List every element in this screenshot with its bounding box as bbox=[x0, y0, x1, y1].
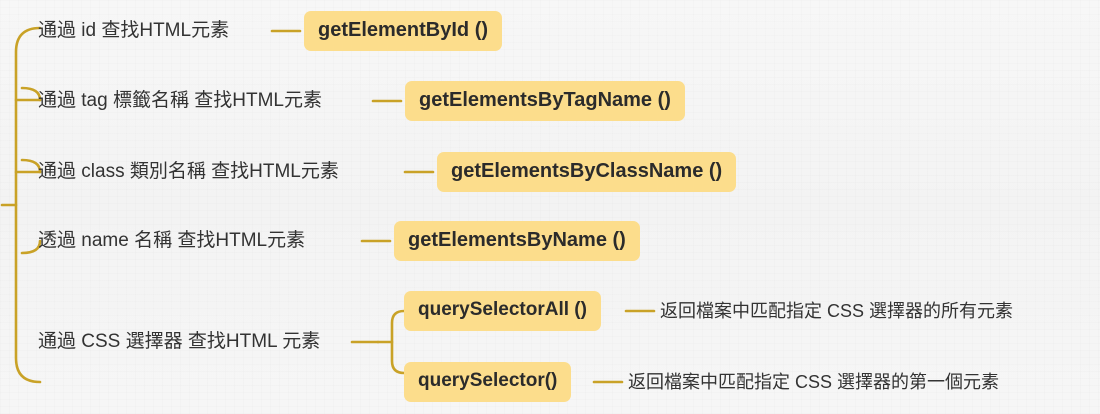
method-badge-getelementsbyname[interactable]: getElementsByName () bbox=[394, 221, 640, 261]
branch-label-3: 通過 class 類別名稱 查找HTML元素 bbox=[38, 161, 339, 182]
branch-label-1: 通過 id 查找HTML元素 bbox=[38, 20, 230, 41]
description-queryselectorall: 返回檔案中匹配指定 CSS 選擇器的所有元素 bbox=[660, 301, 1014, 321]
branch-label-4: 透過 name 名稱 查找HTML元素 bbox=[38, 230, 306, 251]
description-queryselector: 返回檔案中匹配指定 CSS 選擇器的第一個元素 bbox=[628, 372, 1000, 392]
method-badge-getelementsbyclassname[interactable]: getElementsByClassName () bbox=[437, 152, 737, 192]
sub-bracket-spine bbox=[390, 309, 406, 375]
method-badge-queryselector[interactable]: querySelector() bbox=[404, 362, 572, 402]
branch-label-5: 通過 CSS 選擇器 查找HTML 元素 bbox=[38, 331, 321, 352]
method-badge-queryselectorall[interactable]: querySelectorAll () bbox=[404, 291, 601, 331]
method-badge-getelementbyid[interactable]: getElementById () bbox=[304, 11, 503, 51]
method-badge-getelementsbytagname[interactable]: getElementsByTagName () bbox=[405, 81, 685, 121]
main-spine-bracket bbox=[14, 26, 42, 384]
branch-label-2: 通過 tag 標籤名稱 查找HTML元素 bbox=[38, 90, 322, 111]
